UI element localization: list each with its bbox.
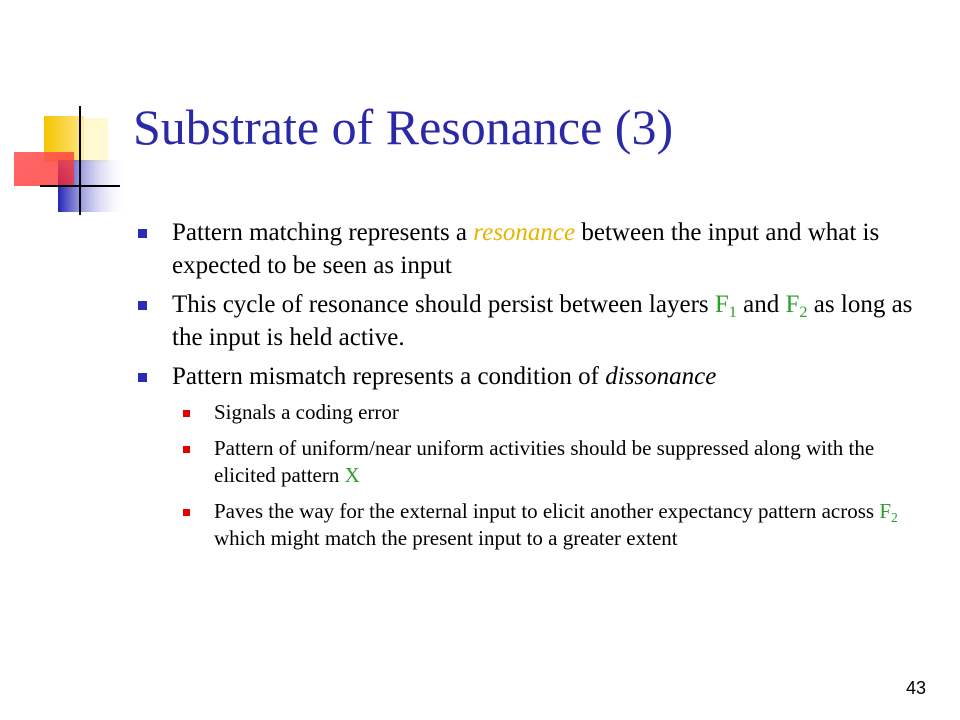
sub-bullet-square-icon <box>183 509 190 516</box>
layer-f1: F1 <box>714 291 737 321</box>
bullet-item-cycle-of-resonance: This cycle of resonance should persist b… <box>136 288 936 354</box>
bullet-square-icon <box>138 229 147 238</box>
layer-f2: F2 <box>785 291 808 321</box>
sub-bullet-square-icon <box>183 410 190 417</box>
sub-bullet-coding-error: Signals a coding error <box>180 399 936 426</box>
slide-title: Substrate of Resonance (3) <box>133 99 674 155</box>
bullet-list: Pattern matching represents a resonance … <box>136 216 936 561</box>
bullet-square-icon <box>138 373 147 382</box>
slide-logo-icon <box>14 106 128 215</box>
bullet-item-pattern-matching: Pattern matching represents a resonance … <box>136 216 936 282</box>
sub-bullet-external-input: Paves the way for the external input to … <box>180 498 936 552</box>
layer-f2: F2 <box>879 499 898 526</box>
page-number: 43 <box>905 678 926 698</box>
sub-bullet-square-icon <box>183 446 190 453</box>
bullet-item-pattern-mismatch: Pattern mismatch represents a condition … <box>136 360 936 393</box>
sub-bullet-uniform-activities: Pattern of uniform/near uniform activiti… <box>180 435 936 489</box>
bullet-square-icon <box>138 301 147 310</box>
